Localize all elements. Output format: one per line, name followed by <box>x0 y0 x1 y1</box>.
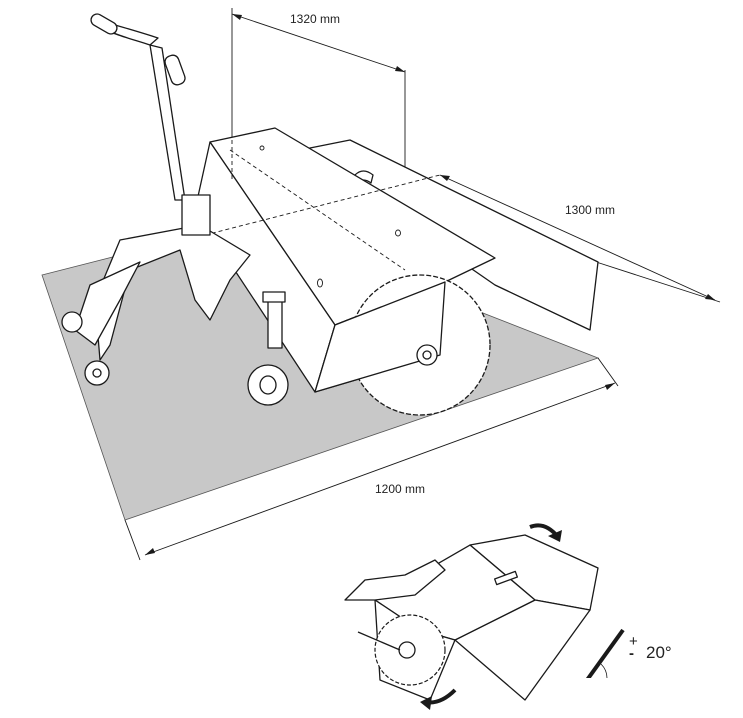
tilt-angle-icon <box>585 628 625 678</box>
sweeper-small <box>344 523 599 710</box>
plus-sign: + <box>629 633 638 650</box>
dimension-1300-label: 1300 mm <box>565 203 616 217</box>
plus-minus-sign: + - <box>629 633 638 662</box>
minus-sign: - <box>629 645 634 662</box>
dimension-1300 <box>439 174 721 303</box>
dimension-1320-label: 1320 mm <box>290 12 341 26</box>
dimension-1200 <box>124 357 619 561</box>
tilt-angle-label: 20° <box>646 643 672 662</box>
sweeper-main <box>61 13 599 416</box>
dimension-1200-label: 1200 mm <box>375 482 426 496</box>
